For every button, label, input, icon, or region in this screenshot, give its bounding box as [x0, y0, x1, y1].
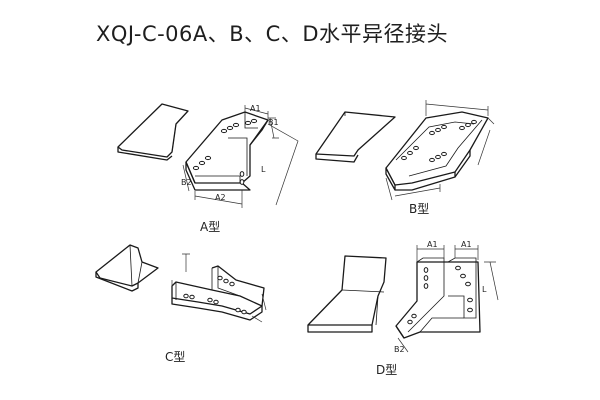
figure-d-caption: D型 — [376, 363, 398, 377]
figure-a-cover — [118, 104, 188, 160]
figure-a-label-l: L — [261, 165, 266, 174]
figure-b-cover — [316, 112, 395, 162]
figure-a-label-b1: B1 — [268, 118, 279, 127]
figure-b-tray — [386, 112, 488, 190]
figure-a-tray — [186, 112, 268, 190]
figure-c-caption: C型 — [165, 350, 186, 364]
figure-b-caption: B型 — [409, 202, 430, 216]
figure-b — [316, 100, 494, 200]
figure-d-label-a1-right: A1 — [461, 240, 472, 249]
figure-c — [96, 245, 266, 322]
figure-a-label-a2: A2 — [215, 193, 226, 202]
figure-c-tray — [172, 266, 264, 320]
figure-a-caption: A型 — [200, 220, 221, 234]
figure-d-label-a1-left: A1 — [427, 240, 438, 249]
figure-d-cover — [308, 256, 386, 332]
figure-a: A1 B1 B2 A2 L — [118, 104, 298, 208]
figure-a-label-a1: A1 — [250, 104, 261, 113]
figure-d: A1 A1 B2 L — [308, 240, 498, 354]
figure-d-label-l: L — [482, 285, 487, 294]
figure-a-label-b2: B2 — [181, 178, 192, 187]
figure-c-cover — [96, 245, 158, 291]
figure-d-tray — [396, 258, 480, 338]
page-title: XQJ-C-06A、B、C、D水平异径接头 — [96, 22, 449, 46]
figure-d-label-b2: B2 — [394, 345, 405, 354]
